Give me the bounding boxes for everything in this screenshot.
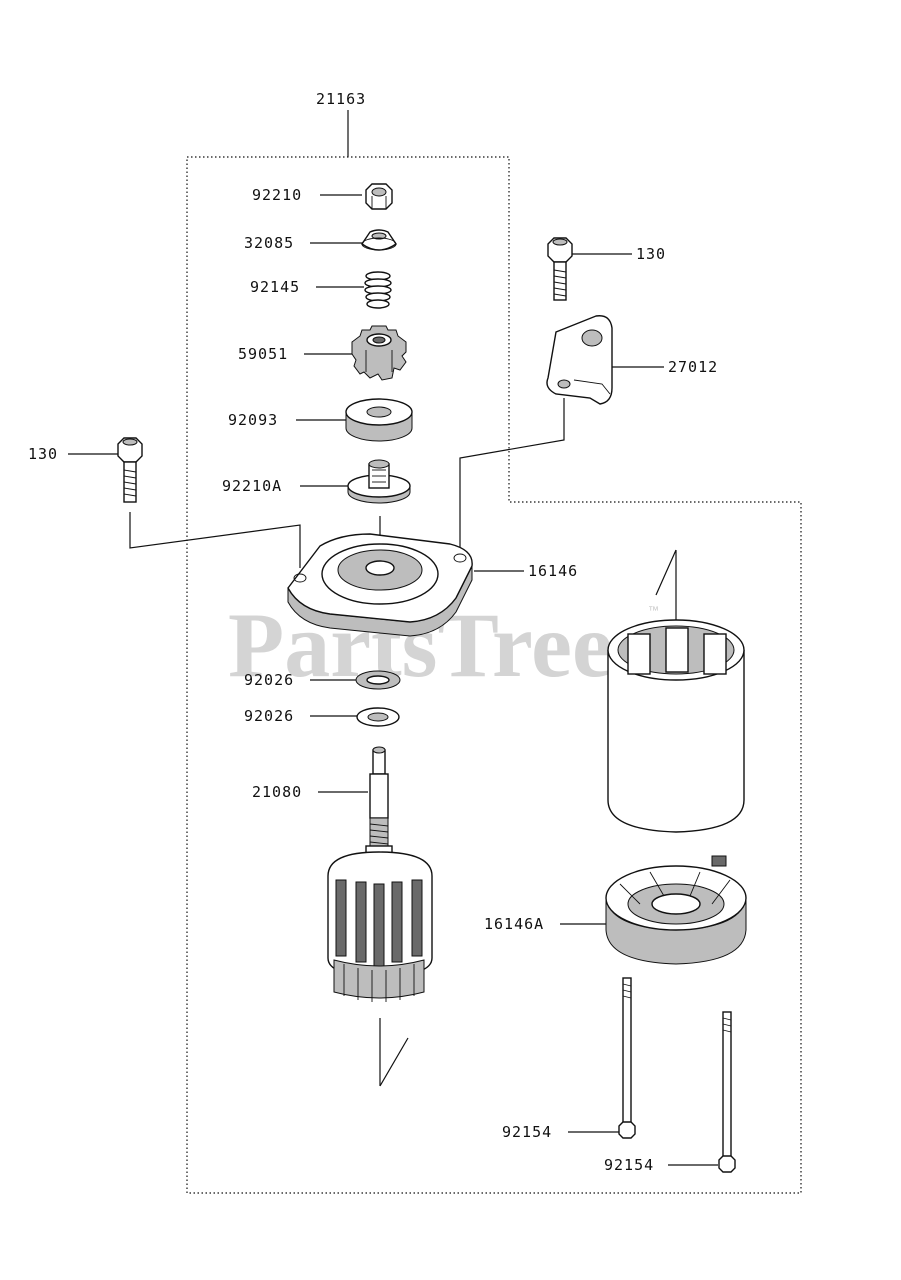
label-21080: 21080 <box>252 783 302 801</box>
label-92154-1: 92154 <box>502 1123 552 1141</box>
stop-collar-32085 <box>361 229 397 251</box>
flanged-nut-92210A <box>347 459 411 504</box>
label-130-right: 130 <box>636 245 666 263</box>
label-92026-upper: 92026 <box>244 671 294 689</box>
label-92093: 92093 <box>228 411 278 429</box>
label-21163: 21163 <box>316 90 366 108</box>
assembly-boundary <box>186 110 802 1194</box>
part-labels: 21163 92210 32085 92145 59051 92093 9221… <box>28 90 718 1174</box>
through-bolt-92154-1 <box>618 977 636 1139</box>
label-92145: 92145 <box>250 278 300 296</box>
washer-92026-upper <box>355 670 401 690</box>
washer-92026-lower <box>356 707 400 727</box>
leader-lines <box>68 194 718 1166</box>
label-92026-lower: 92026 <box>244 707 294 725</box>
armature-21080 <box>327 746 433 1002</box>
label-92210: 92210 <box>252 186 302 204</box>
front-cover-16146 <box>287 533 473 637</box>
spring-92145 <box>364 271 392 309</box>
bracket-27012 <box>546 315 613 405</box>
bolt-130-left <box>117 437 143 503</box>
label-59051: 59051 <box>238 345 288 363</box>
label-130-left: 130 <box>28 445 58 463</box>
label-16146: 16146 <box>528 562 578 580</box>
washer-92093 <box>345 398 413 442</box>
watermark-trademark: ™ <box>648 605 659 617</box>
yoke-housing <box>607 619 745 833</box>
pinion-gear-59051 <box>351 325 407 381</box>
label-27012: 27012 <box>668 358 718 376</box>
label-92210A: 92210A <box>222 477 282 495</box>
label-16146A: 16146A <box>484 915 544 933</box>
bolt-130-right <box>547 237 573 301</box>
hex-nut-92210 <box>365 183 393 210</box>
through-bolt-92154-2 <box>718 1011 736 1173</box>
rear-cover-16146A <box>605 855 747 965</box>
label-92154-2: 92154 <box>604 1156 654 1174</box>
label-32085: 32085 <box>244 234 294 252</box>
